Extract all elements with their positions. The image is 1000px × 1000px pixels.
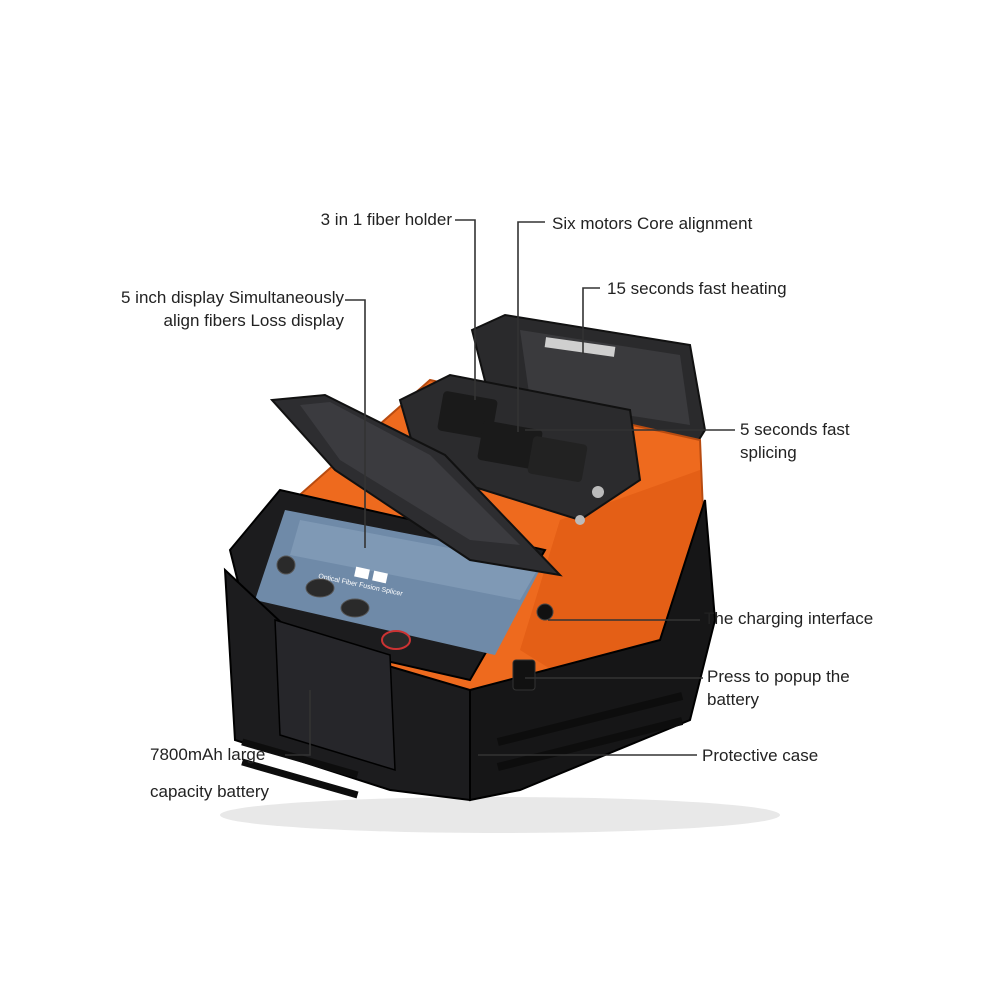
- label-splicing-line2: splicing: [740, 443, 797, 462]
- label-six-motors: Six motors Core alignment: [552, 214, 753, 233]
- button-play: [305, 578, 335, 598]
- screen-icon-1: [354, 566, 370, 580]
- label-display-line2: align fibers Loss display: [163, 311, 344, 330]
- screw-2: [575, 515, 585, 525]
- label-heating: 15 seconds fast heating: [607, 279, 787, 298]
- button-red: [381, 630, 411, 650]
- screen-icon-2: [372, 570, 388, 584]
- leader-display: [345, 299, 366, 548]
- leader-lines: [285, 219, 735, 756]
- label-charging: The charging interface: [704, 609, 874, 628]
- fiber-clamp-right: [527, 436, 588, 482]
- case-rib-2: [496, 717, 684, 771]
- battery-release-button: [512, 659, 536, 691]
- label-display-line1: 5 inch display Simultaneously: [120, 288, 344, 307]
- ground-shadow: [220, 797, 780, 833]
- fiber-clamp-left: [437, 391, 498, 439]
- label-battery: 7800mAh large capacity battery: [150, 743, 269, 803]
- leader-battery: [285, 690, 311, 756]
- display-glare: [290, 520, 540, 600]
- label-splicing-line1: 5 seconds fast: [740, 420, 850, 439]
- button-power: [276, 555, 296, 575]
- label-splicing: 5 seconds fast splicing: [740, 418, 850, 464]
- heater-label: [544, 337, 616, 357]
- leader-fiber-holder: [455, 219, 476, 400]
- leader-six-motors: [517, 221, 545, 432]
- case-rib-1: [496, 692, 684, 746]
- label-popup-line2: battery: [707, 690, 759, 709]
- label-battery-line2: capacity battery: [150, 782, 270, 801]
- battery-pack: [274, 618, 396, 772]
- button-search: [340, 598, 370, 618]
- label-case: Protective case: [702, 746, 819, 765]
- label-fiber-holder: 3 in 1 fiber holder: [320, 210, 452, 229]
- screw-1: [592, 486, 604, 498]
- charging-port: [536, 603, 554, 621]
- leader-heating: [582, 287, 600, 354]
- label-popup: Press to popup the battery: [707, 665, 850, 711]
- label-popup-line1: Press to popup the: [707, 667, 850, 686]
- label-display: 5 inch display Simultaneously align fibe…: [121, 286, 344, 332]
- label-battery-line1: 7800mAh large: [150, 745, 266, 764]
- case-rib-3: [241, 738, 359, 779]
- windshield-inner: [300, 402, 520, 545]
- fiber-clamp-center: [477, 420, 543, 470]
- case-rib-4: [241, 758, 359, 799]
